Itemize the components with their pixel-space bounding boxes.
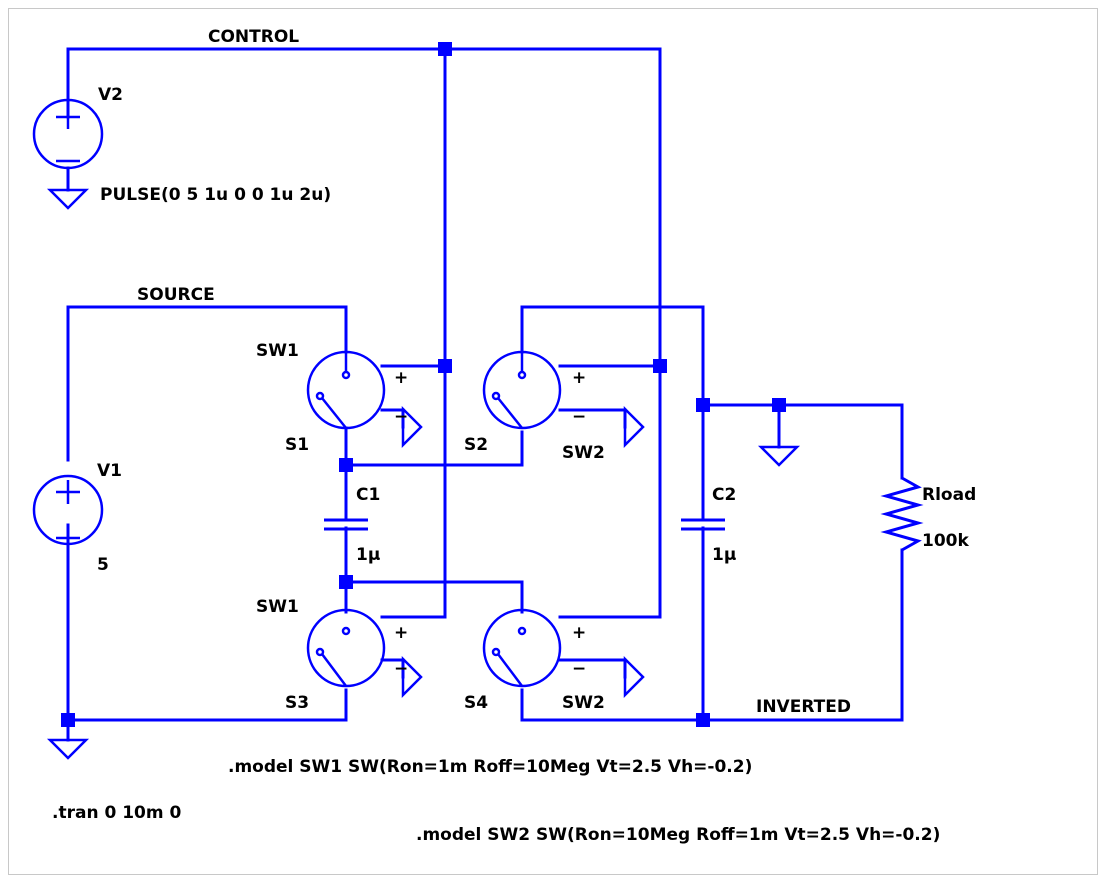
s2-model: SW2 bbox=[562, 443, 605, 463]
switch-s3[interactable] bbox=[306, 608, 386, 688]
ground-icon bbox=[46, 738, 90, 760]
wire-control-to-s1-s3[interactable] bbox=[380, 47, 447, 619]
wire-s2-ctrl-minus[interactable] bbox=[558, 408, 627, 429]
s4-model: SW2 bbox=[562, 693, 605, 713]
junction-dot bbox=[438, 42, 452, 56]
s1-model: SW1 bbox=[256, 341, 299, 361]
s4-plus: + bbox=[572, 623, 586, 643]
wire-s4-bottom[interactable] bbox=[520, 548, 904, 722]
c1-value: 1µ bbox=[356, 545, 380, 565]
wire-c1-bottom-to-s4[interactable] bbox=[344, 580, 524, 614]
capacitor-c2[interactable] bbox=[681, 518, 725, 531]
s1-minus: − bbox=[394, 407, 408, 427]
c2-name: C2 bbox=[712, 485, 736, 505]
ground-icon bbox=[46, 188, 90, 210]
s3-plus: + bbox=[394, 623, 408, 643]
junction-dot bbox=[339, 575, 353, 589]
wire-s2-top[interactable] bbox=[520, 305, 705, 522]
voltage-source-icon bbox=[32, 474, 104, 546]
v2-name: V2 bbox=[98, 85, 123, 105]
s3-model: SW1 bbox=[256, 597, 299, 617]
switch-s2[interactable] bbox=[482, 350, 562, 430]
net-label-source: SOURCE bbox=[137, 285, 215, 305]
junction-dot bbox=[696, 713, 710, 727]
junction-dot bbox=[438, 359, 452, 373]
voltage-source-v2[interactable] bbox=[32, 98, 104, 170]
ground-icon bbox=[623, 655, 645, 699]
s3-minus: − bbox=[394, 659, 408, 679]
switch-s1[interactable] bbox=[306, 350, 386, 430]
capacitor-c1[interactable] bbox=[324, 518, 368, 531]
labels: CONTROL SOURCE INVERTED V2 PULSE(0 5 1u … bbox=[52, 27, 976, 845]
wire-output-ground[interactable] bbox=[701, 403, 904, 480]
s2-plus: + bbox=[572, 368, 586, 388]
rload-name: Rload bbox=[922, 485, 976, 505]
schematic-frame bbox=[8, 8, 1098, 875]
junction-dot bbox=[61, 713, 75, 727]
resistor-icon bbox=[880, 476, 924, 552]
ground-icon bbox=[401, 405, 423, 449]
c1-name: C1 bbox=[356, 485, 380, 505]
wire-control-top[interactable] bbox=[66, 47, 662, 119]
ground-icon bbox=[757, 445, 801, 467]
s1-plus: + bbox=[394, 368, 408, 388]
wire-s4-ctrl-minus[interactable] bbox=[558, 658, 627, 679]
switch-s4[interactable] bbox=[482, 608, 562, 688]
s4-name: S4 bbox=[464, 693, 488, 713]
directive-model-sw2[interactable]: .model SW2 SW(Ron=10Meg Roff=1m Vt=2.5 V… bbox=[416, 825, 940, 845]
junction-dot bbox=[653, 359, 667, 373]
net-label-inverted: INVERTED bbox=[756, 697, 851, 717]
c2-value: 1µ bbox=[712, 545, 736, 565]
directive-model-sw1[interactable]: .model SW1 SW(Ron=1m Roff=10Meg Vt=2.5 V… bbox=[228, 757, 752, 777]
directive-tran[interactable]: .tran 0 10m 0 bbox=[52, 803, 181, 823]
voltage-source-v1[interactable] bbox=[32, 474, 104, 546]
s3-name: S3 bbox=[285, 693, 309, 713]
resistor-rload[interactable] bbox=[880, 476, 924, 552]
junctions bbox=[61, 42, 786, 727]
junction-dot bbox=[696, 398, 710, 412]
junction-dot bbox=[772, 398, 786, 412]
s1-name: S1 bbox=[285, 435, 309, 455]
wire-control-to-s2-s4[interactable] bbox=[558, 47, 662, 619]
wire-ground-rail[interactable] bbox=[66, 688, 348, 722]
wire-source[interactable] bbox=[66, 305, 348, 462]
s2-minus: − bbox=[572, 407, 586, 427]
v1-name: V1 bbox=[97, 461, 122, 481]
s4-minus: − bbox=[572, 659, 586, 679]
v2-value: PULSE(0 5 1u 0 0 1u 2u) bbox=[100, 185, 331, 205]
junction-dot bbox=[339, 458, 353, 472]
wire-c1-top-to-s2[interactable] bbox=[344, 430, 524, 467]
v1-value: 5 bbox=[97, 555, 109, 575]
net-label-control: CONTROL bbox=[208, 27, 299, 47]
rload-value: 100k bbox=[922, 531, 969, 551]
ground-icon bbox=[401, 655, 423, 699]
ground-icon bbox=[623, 405, 645, 449]
s2-name: S2 bbox=[464, 435, 488, 455]
